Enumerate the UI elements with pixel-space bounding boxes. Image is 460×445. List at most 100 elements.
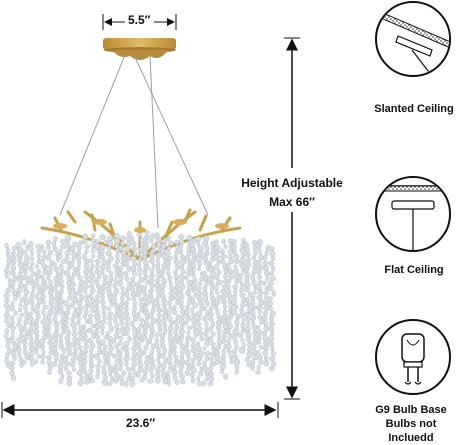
- crystal-bead: [138, 257, 143, 263]
- crystal-bead: [35, 263, 39, 270]
- crystal-bead: [208, 316, 214, 322]
- body-width-dimension: [1, 402, 279, 418]
- crystal-bead: [72, 241, 78, 247]
- crystal-bead: [76, 269, 81, 277]
- crystal-bead: [71, 271, 76, 278]
- crystal-bead: [24, 309, 29, 315]
- crystal-bead: [269, 356, 276, 361]
- crystal-bead: [33, 358, 39, 365]
- crystal-bead: [99, 249, 105, 256]
- crystal-bead: [243, 287, 250, 293]
- crystal-bead: [251, 279, 257, 287]
- crystal-bead: [6, 323, 12, 328]
- crystal-bead: [215, 290, 219, 295]
- crystal-bead: [117, 355, 123, 362]
- crystal-bead: [256, 324, 260, 330]
- crystal-bead: [250, 295, 256, 300]
- crystal-bead: [34, 338, 40, 345]
- crystal-bead: [105, 360, 111, 367]
- crystal-bead: [105, 251, 112, 257]
- crystal-bead: [226, 343, 232, 350]
- crystal-bead: [165, 250, 171, 257]
- crystal-bead: [85, 294, 90, 299]
- crystal-bead: [69, 246, 76, 253]
- crystal-bead: [210, 341, 216, 347]
- canopy-width-label: 5.5″: [128, 13, 151, 27]
- crystal-bead: [6, 258, 12, 263]
- crystal-bead: [80, 328, 88, 335]
- crystal-bead: [186, 269, 193, 277]
- crystal-bead: [71, 256, 76, 263]
- crystal-bead: [207, 371, 214, 377]
- crystal-bead: [169, 320, 174, 327]
- crystal-bead: [5, 253, 11, 259]
- crystal-bead: [27, 275, 34, 283]
- crystal-bead: [36, 248, 42, 254]
- crystal-bead: [45, 254, 51, 261]
- crystal-bead: [166, 371, 171, 376]
- crystal-bead: [21, 359, 27, 365]
- crystal-bead: [148, 278, 155, 284]
- crystal-bead: [226, 328, 231, 335]
- crystal-bead: [52, 316, 57, 323]
- crystal-bead: [47, 340, 53, 345]
- crystal-bead: [64, 315, 69, 322]
- crystal-bead: [100, 294, 105, 301]
- crystal-bead: [202, 346, 206, 351]
- crystal-bead: [17, 352, 22, 358]
- crystal-bead: [238, 312, 245, 318]
- crystal-bead: [51, 286, 58, 292]
- crystal-bead: [267, 280, 274, 287]
- crystal-bead: [208, 306, 213, 313]
- crystal-bead: [209, 375, 215, 383]
- crystal-bead: [125, 275, 129, 283]
- crystal-bead: [142, 254, 148, 261]
- crystal-bead: [179, 243, 184, 250]
- crystal-bead: [196, 376, 200, 382]
- crystal-bead: [244, 266, 250, 273]
- crystal-bead: [114, 328, 121, 334]
- crystal-bead: [228, 353, 233, 359]
- crystal-bead: [88, 368, 94, 374]
- crystal-bead: [59, 239, 67, 244]
- crystal-bead: [94, 278, 99, 285]
- crystal-bead: [84, 308, 89, 315]
- crystal-bead: [220, 259, 226, 264]
- crystal-bead: [139, 322, 144, 328]
- crystal-bead: [268, 321, 275, 326]
- crystal-bead: [264, 250, 269, 256]
- crystal-bead: [246, 347, 253, 352]
- crystal-bead: [161, 278, 167, 285]
- crystal-bead: [30, 271, 37, 277]
- crystal-bead: [117, 350, 123, 356]
- crystal-bead: [11, 250, 16, 256]
- crystal-bead: [15, 292, 21, 298]
- crystal-bead: [258, 344, 264, 350]
- crystal-bead: [221, 339, 226, 344]
- crystal-bead: [252, 265, 259, 271]
- crystal-bead: [174, 284, 180, 290]
- crystal-bead: [173, 358, 180, 366]
- crystal-bead: [34, 293, 40, 300]
- crystal-bead: [130, 320, 135, 327]
- crystal-bead: [241, 317, 246, 324]
- crystal-bead: [10, 325, 17, 331]
- crystal-bead: [58, 278, 64, 285]
- crystal-bead: [251, 324, 258, 331]
- crystal-bead: [171, 369, 178, 376]
- crystal-bead: [239, 247, 246, 254]
- crystal-bead: [198, 371, 204, 377]
- crystal-bead: [166, 256, 173, 261]
- crystal-bead: [57, 368, 64, 375]
- crystal-bead: [149, 328, 156, 335]
- crystal-bead: [42, 249, 47, 255]
- crystal-bead: [4, 328, 10, 333]
- crystal-bead: [59, 333, 63, 340]
- crystal-bead: [268, 325, 275, 332]
- crystal-bead: [63, 325, 70, 331]
- crystal-bead: [42, 269, 49, 276]
- height-adjustable-label: Height Adjustable Max 66″: [236, 174, 348, 212]
- crystal-bead: [187, 325, 192, 331]
- crystal-bead: [196, 356, 203, 362]
- crystal-bead: [22, 324, 27, 330]
